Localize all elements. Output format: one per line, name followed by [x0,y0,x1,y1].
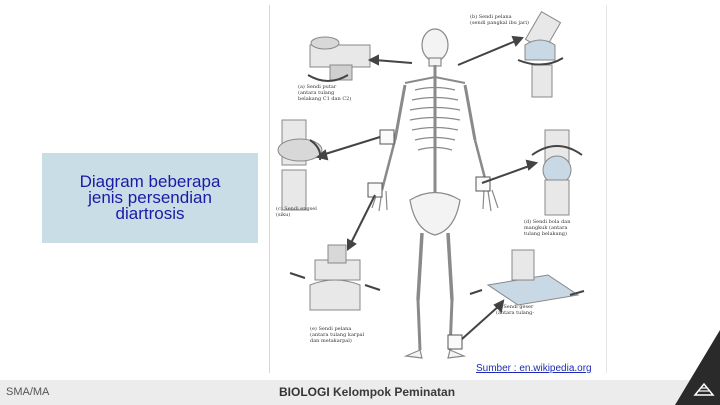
skeleton-illustration: (a) Sendi putar (antara tulang belakang … [276,10,585,359]
caption-line-2: jenis persendian [88,188,212,207]
joint-diagram-figure: (a) Sendi putar (antara tulang belakang … [269,5,607,373]
source-link[interactable]: Sumber : en.wikipedia.org [476,363,592,374]
label-a-1: (a) Sendi putar [298,83,337,90]
footer-bar: SMA/MA BIOLOGI Kelompok Peminatan [0,380,720,405]
label-e-2: (antara tulang karpal [310,331,365,338]
label-f-1: (f) Sendi geser [496,303,534,310]
label-d-3: tulang belakang) [524,230,567,237]
diagram-caption-box: Diagram beberapa jenis persendian diartr… [42,153,258,243]
label-e-1: (e) Sendi pelana [310,325,351,332]
footer-subject: BIOLOGI [279,385,330,399]
label-a-3: belakang C1 dan C2) [298,95,351,102]
label-d-1: (d) Sendi bola dan [524,218,571,225]
label-b-2: (sendi pangkal ibu jari) [470,19,529,26]
footer-group: Kelompok Peminatan [333,385,456,399]
caption-line-1: Diagram beberapa [79,172,221,191]
label-b-1: (b) Sendi pelana [470,13,512,20]
publisher-logo-icon [693,382,715,396]
label-a-2: (antara tulang [298,89,335,96]
footer-course-title: BIOLOGI Kelompok Peminatan [279,385,455,399]
diagram-caption: Diagram beberapa jenis persendian diartr… [79,172,221,223]
caption-line-3: diartrosis [115,204,185,223]
label-c-2: (siku) [276,211,290,218]
label-e-3: dan metakarpal) [310,337,352,344]
label-f-2: (antara tulang- [496,309,534,316]
label-d-2: mangkuk (antara [524,224,568,231]
label-c-1: (c) Sendi engsel [276,205,317,212]
footer-level-label: SMA/MA [6,386,50,398]
